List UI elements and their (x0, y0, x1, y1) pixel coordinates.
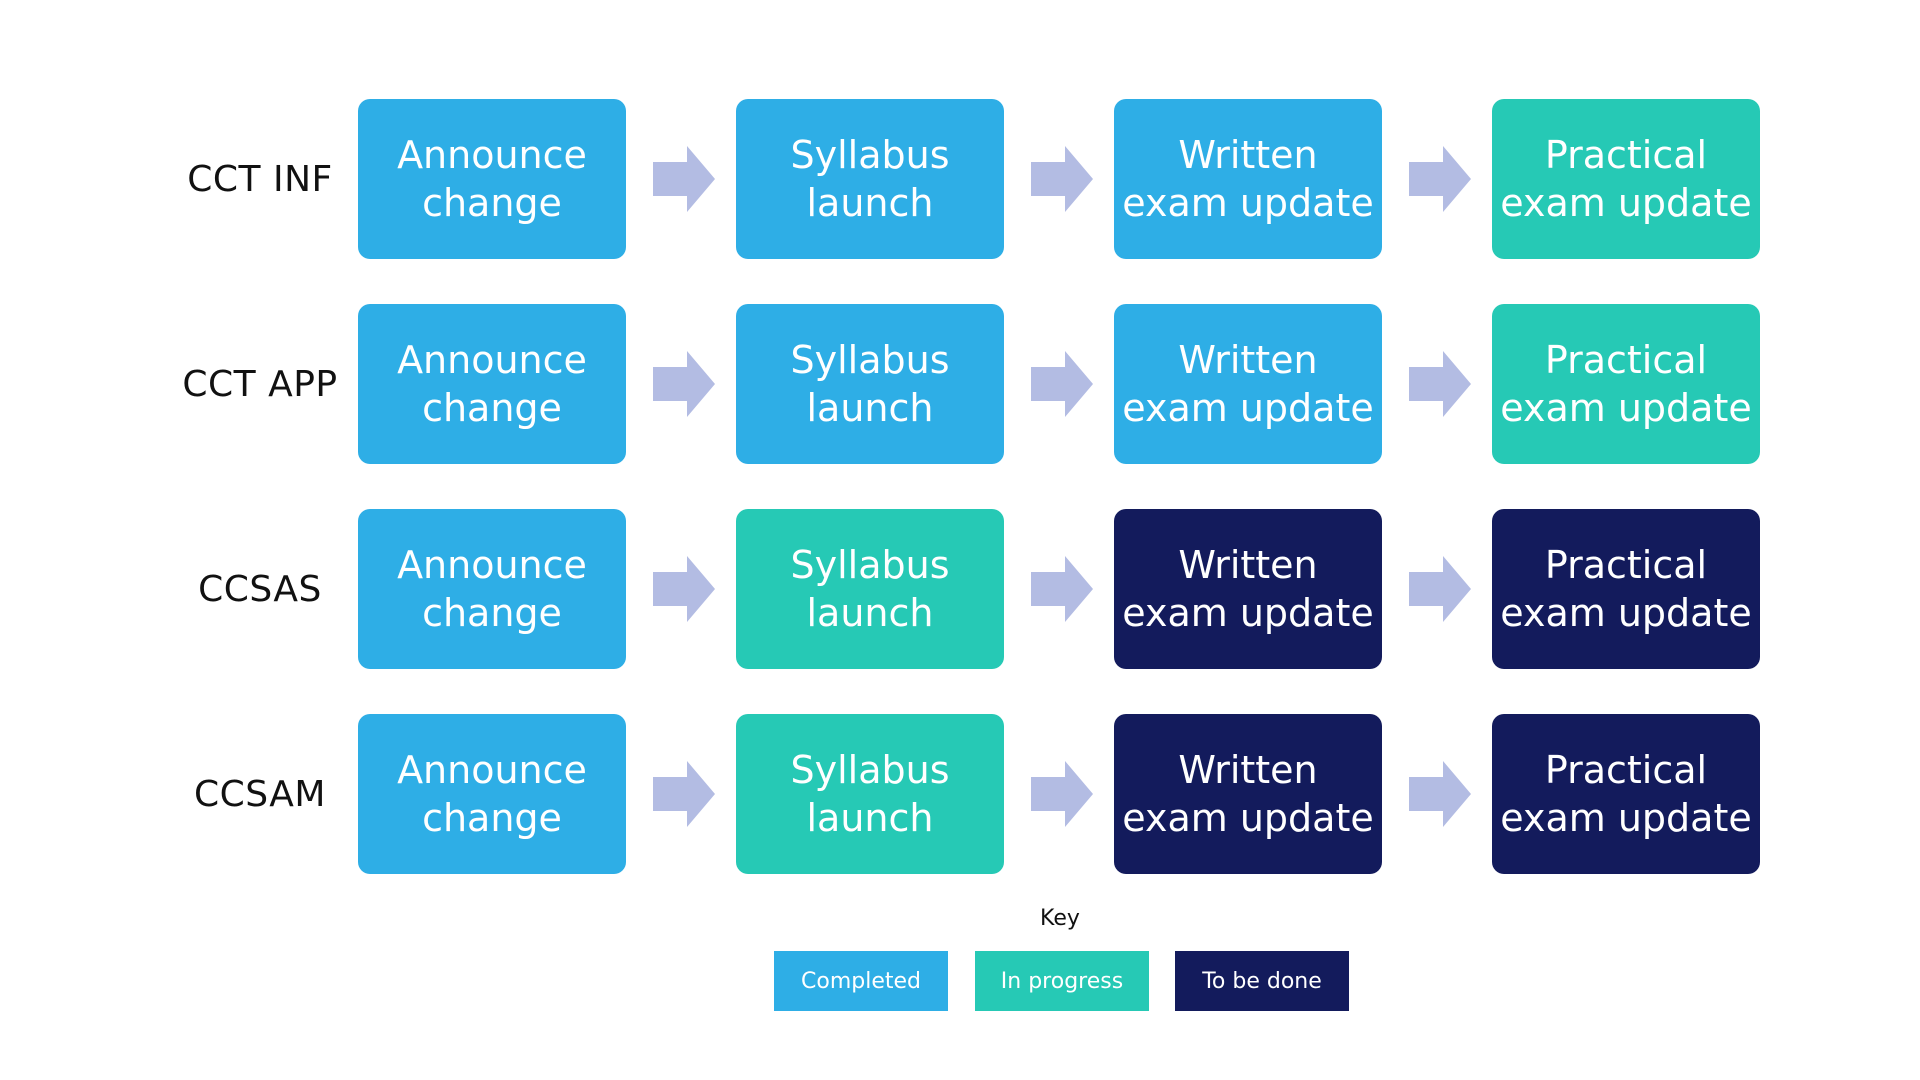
arrow-right-icon (1409, 556, 1471, 622)
stage-label: Syllabus launch (790, 133, 950, 225)
stage-label: Written exam update (1122, 748, 1374, 840)
arrow-right-icon (1031, 761, 1093, 827)
stage-box: Syllabus launch (736, 99, 1004, 259)
stage-label: Practical exam update (1500, 338, 1752, 430)
stage-box: Practical exam update (1492, 714, 1760, 874)
stage-box: Announce change (358, 99, 626, 259)
row-label-ccsam: CCSAM (194, 773, 326, 815)
stage-box: Syllabus launch (736, 714, 1004, 874)
stage-box: Written exam update (1114, 304, 1382, 464)
arrow-right-icon (653, 556, 715, 622)
stage-label: Written exam update (1122, 543, 1374, 635)
arrow-right-icon (1031, 351, 1093, 417)
stage-label: Announce change (397, 133, 587, 225)
stage-box: Announce change (358, 509, 626, 669)
stage-box: Practical exam update (1492, 509, 1760, 669)
arrow-right-icon (1409, 351, 1471, 417)
stage-box: Practical exam update (1492, 99, 1760, 259)
legend-title: Key (1040, 906, 1080, 931)
arrow-right-icon (1031, 556, 1093, 622)
stage-box: Written exam update (1114, 509, 1382, 669)
arrow-right-icon (653, 761, 715, 827)
stage-label: Syllabus launch (790, 338, 950, 430)
stage-label: Written exam update (1122, 133, 1374, 225)
stage-label: Syllabus launch (790, 543, 950, 635)
stage-box: Practical exam update (1492, 304, 1760, 464)
row-label-cct-app: CCT APP (182, 363, 338, 405)
stage-box: Written exam update (1114, 714, 1382, 874)
stage-box: Announce change (358, 304, 626, 464)
legend-item-completed: Completed (774, 951, 948, 1011)
stage-label: Syllabus launch (790, 748, 950, 840)
arrow-right-icon (1031, 146, 1093, 212)
stage-box: Syllabus launch (736, 509, 1004, 669)
stage-label: Announce change (397, 543, 587, 635)
stage-label: Written exam update (1122, 338, 1374, 430)
stage-label: Practical exam update (1500, 748, 1752, 840)
row-label-cct-inf: CCT INF (187, 158, 333, 200)
stage-label: Announce change (397, 748, 587, 840)
arrow-right-icon (1409, 761, 1471, 827)
arrow-right-icon (653, 146, 715, 212)
stage-label: Announce change (397, 338, 587, 430)
arrow-right-icon (653, 351, 715, 417)
stage-box: Announce change (358, 714, 626, 874)
row-label-ccsas: CCSAS (198, 568, 322, 610)
legend-item-in-progress: In progress (975, 951, 1149, 1011)
stage-box: Written exam update (1114, 99, 1382, 259)
arrow-right-icon (1409, 146, 1471, 212)
stage-label: Practical exam update (1500, 543, 1752, 635)
legend-item-to-be-done: To be done (1175, 951, 1349, 1011)
stage-label: Practical exam update (1500, 133, 1752, 225)
stage-box: Syllabus launch (736, 304, 1004, 464)
